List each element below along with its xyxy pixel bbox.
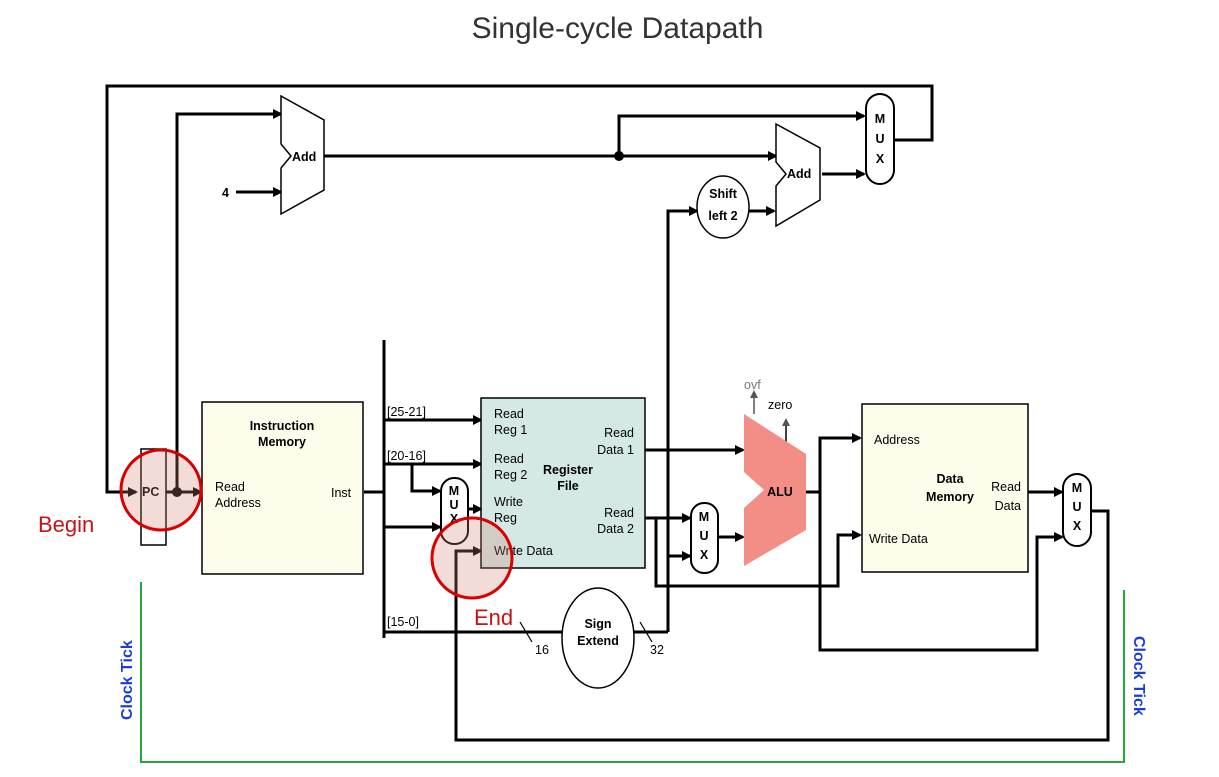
- ovf-label: ovf: [744, 378, 761, 392]
- rf-write-reg-b: Reg: [494, 511, 517, 525]
- bits-15-0-label: [15-0]: [387, 615, 419, 629]
- alusrc-mux: [690, 502, 719, 574]
- width-16-label: 16: [535, 643, 549, 657]
- add1-to-mux-wire: [617, 111, 866, 156]
- rf-write-reg-a: Write: [494, 495, 523, 509]
- memtoreg-mux: [1062, 473, 1092, 547]
- clock-tick-left: Clock Tick: [119, 640, 136, 720]
- bits-25-21-label: [25-21]: [387, 405, 426, 419]
- end-highlight: [430, 516, 514, 600]
- zero-label: zero: [768, 398, 792, 412]
- imem-read-2: Address: [215, 496, 261, 510]
- rf-read-data2-a: Read: [604, 506, 634, 520]
- mux-letter: U: [875, 132, 884, 146]
- adder-2-label: Add: [787, 167, 811, 181]
- sign-extend-1: Sign: [584, 617, 611, 631]
- rf-title-1: Register: [543, 463, 593, 477]
- mux-letter: X: [450, 512, 459, 526]
- dm-write-data: Write Data: [869, 532, 928, 546]
- rf-read-reg1-a: Read: [494, 407, 524, 421]
- alu-label: ALU: [767, 485, 793, 499]
- dm-read-1: Read: [991, 480, 1021, 494]
- alu-bypass-wire: [818, 492, 1064, 652]
- shift-label-1: Shift: [709, 187, 738, 201]
- rd2-to-dm-wire: [654, 518, 862, 588]
- width-tick-32: [639, 621, 653, 643]
- rf-write-data: Write Data: [494, 544, 553, 558]
- mux-letter: U: [1072, 500, 1081, 514]
- instruction-memory: [201, 401, 364, 575]
- shift-left-2: [696, 175, 750, 239]
- dm-read-2: Data: [995, 499, 1021, 513]
- mux-letter: M: [699, 510, 709, 524]
- alu: [744, 414, 806, 566]
- data-memory: [861, 403, 1029, 573]
- clock-tick-right: Clock Tick: [1130, 636, 1147, 716]
- end-label: End: [474, 605, 513, 630]
- sign-extend: [561, 587, 635, 689]
- branch-mux: [865, 93, 895, 185]
- rf-read-data1-b: Data 1: [597, 443, 634, 457]
- bits-20-16-label: [20-16]: [387, 449, 426, 463]
- imem-title-1: Instruction: [250, 419, 315, 433]
- imem-inst: Inst: [331, 486, 352, 500]
- pc-to-add-wire: [175, 109, 283, 492]
- mux-letter: M: [1072, 481, 1082, 495]
- width-32-label: 32: [650, 643, 664, 657]
- adder-1: [280, 94, 325, 216]
- imm-to-shift-wire: [666, 206, 699, 632]
- junction-dot: [614, 151, 624, 161]
- four-label: 4: [222, 186, 229, 200]
- writeback-wire: [454, 509, 1110, 742]
- imem-read-1: Read: [215, 480, 245, 494]
- rf-title-2: File: [557, 479, 579, 493]
- pc-next-wire: [105, 84, 934, 497]
- begin-highlight: [119, 448, 203, 532]
- pc-label: PC: [142, 485, 159, 499]
- shift-label-2: left 2: [708, 209, 737, 223]
- width-tick-16: [519, 621, 533, 643]
- rf-read-reg2-b: Reg 2: [494, 468, 527, 482]
- adder-1-label: Add: [292, 150, 316, 164]
- sign-extend-2: Extend: [577, 634, 619, 648]
- mux-letter: U: [699, 529, 708, 543]
- mux-letter: U: [449, 498, 458, 512]
- rf-read-reg2-a: Read: [494, 452, 524, 466]
- mux-letter: X: [700, 548, 709, 562]
- alu-to-address-wire: [818, 433, 862, 492]
- rf-read-data2-b: Data 2: [597, 522, 634, 536]
- mux-letter: M: [449, 484, 459, 498]
- imem-title-2: Memory: [258, 435, 306, 449]
- dm-address: Address: [874, 433, 920, 447]
- begin-label: Begin: [38, 512, 94, 537]
- mux-letter: X: [1073, 519, 1082, 533]
- dm-title-2: Memory: [926, 490, 974, 504]
- clock-tick-line: [140, 582, 1125, 763]
- page-title: Single-cycle Datapath: [471, 12, 764, 45]
- rf-read-data1-a: Read: [604, 426, 634, 440]
- dm-title-1: Data: [936, 472, 964, 486]
- rf-read-reg1-b: Reg 1: [494, 423, 527, 437]
- adder-2: [775, 122, 821, 228]
- mux-letter: M: [875, 112, 885, 126]
- bits-20-16-mux-wire: [410, 464, 442, 496]
- junction-dot: [172, 487, 182, 497]
- mux-letter: X: [876, 152, 885, 166]
